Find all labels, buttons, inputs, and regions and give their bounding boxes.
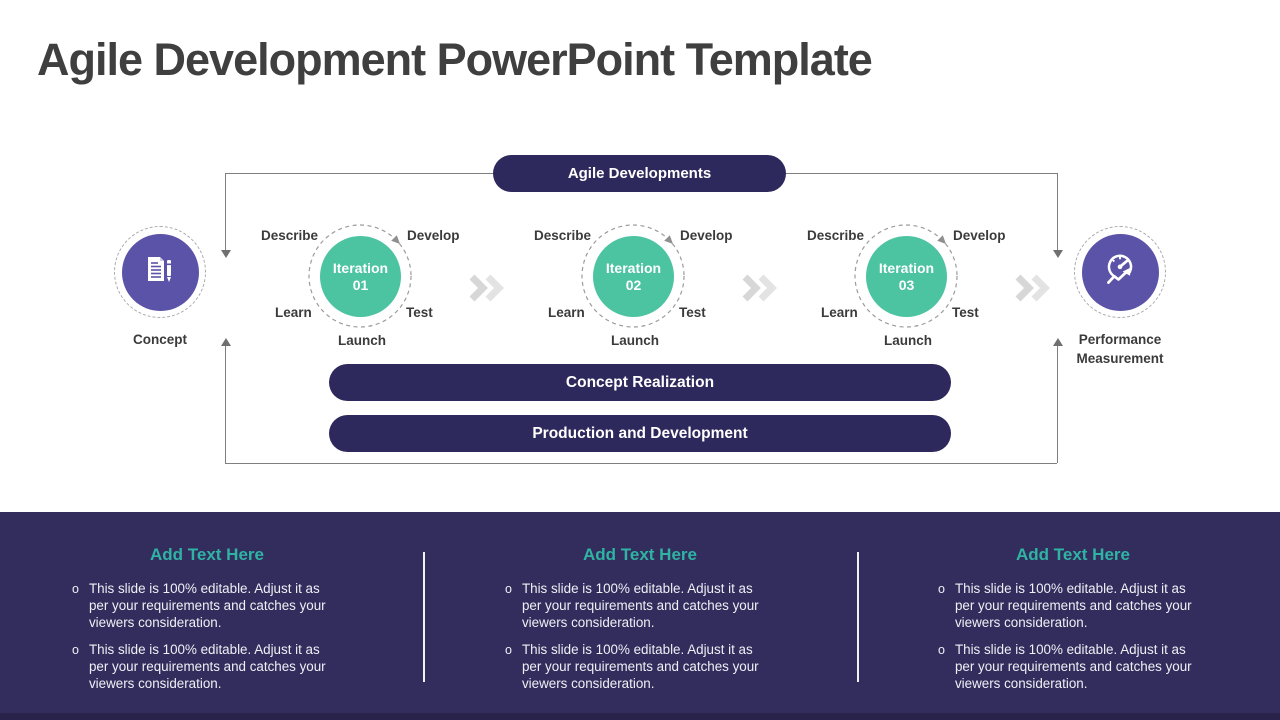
right-up-arrow-icon: [1053, 338, 1063, 346]
bullet-marker: o: [72, 582, 79, 596]
bullet-marker: o: [72, 643, 79, 658]
production-development-label: Production and Development: [532, 424, 748, 442]
list-item[interactable]: o This slide is 100% editable. Adjust it…: [930, 581, 1216, 631]
footer-panel: Add Text Here o This slide is 100% edita…: [0, 512, 1280, 720]
footer-column-3: Add Text Here o This slide is 100% edita…: [930, 545, 1216, 704]
iteration-3-circle[interactable]: Iteration 03: [866, 236, 947, 317]
iteration-2-develop-label[interactable]: Develop: [680, 228, 733, 243]
performance-circle-fill: [1081, 233, 1159, 311]
document-pen-icon: [140, 250, 180, 295]
iteration-1-develop-label[interactable]: Develop: [407, 228, 460, 243]
concept-label[interactable]: Concept: [133, 332, 187, 347]
banner-label: Agile Developments: [567, 165, 712, 182]
chevron-right-icon: [739, 274, 781, 302]
iteration-3-test-label[interactable]: Test: [952, 305, 979, 320]
bullet-marker: o: [505, 643, 512, 658]
iteration-1-learn-label[interactable]: Learn: [275, 305, 312, 320]
footer-divider: [857, 552, 859, 682]
footer-column-2: Add Text Here o This slide is 100% edita…: [497, 545, 783, 704]
concept-realization-label: Concept Realization: [565, 373, 715, 391]
footer-heading-1[interactable]: Add Text Here: [150, 545, 264, 564]
right-down-arrow-icon: [1053, 250, 1063, 258]
iteration-3-develop-label[interactable]: Develop: [953, 228, 1006, 243]
performance-label[interactable]: Performance Measurement: [1076, 332, 1164, 366]
concept-realization-pill[interactable]: Concept Realization: [329, 364, 951, 401]
footer-bottom-strip: [0, 713, 1280, 720]
agile-developments-banner[interactable]: Agile Developments: [493, 155, 786, 192]
iteration-2-launch-label[interactable]: Launch: [611, 333, 660, 348]
iteration-3-describe-label[interactable]: Describe: [807, 228, 865, 243]
chevron-right-icon: [466, 274, 508, 302]
gauge-trend-icon: [1099, 249, 1141, 296]
frame-bottom-line: [225, 463, 1057, 464]
iteration-1-dashed-ring: [307, 223, 413, 329]
right-up-arrow-line: [1057, 346, 1058, 463]
left-down-arrow-line: [225, 173, 226, 250]
left-up-arrow-icon: [221, 338, 231, 346]
iteration-1-describe-label[interactable]: Describe: [261, 228, 319, 243]
concept-circle-fill: [121, 233, 199, 311]
left-up-arrow-line: [225, 346, 226, 463]
bullet-marker: o: [938, 582, 945, 596]
concept-circle[interactable]: [114, 226, 206, 318]
iteration-1-launch-label[interactable]: Launch: [338, 333, 387, 348]
bullet-marker: o: [505, 582, 512, 596]
page-title[interactable]: Agile Development PowerPoint Template: [37, 34, 873, 85]
footer-column-1: Add Text Here o This slide is 100% edita…: [64, 545, 350, 704]
right-down-arrow-line: [1057, 173, 1058, 250]
footer-divider: [423, 552, 425, 682]
list-item[interactable]: o This slide is 100% editable. Adjust it…: [497, 581, 783, 631]
list-item[interactable]: o This slide is 100% editable. Adjust it…: [64, 581, 350, 631]
chevron-right-icon: [1012, 274, 1054, 302]
iteration-2-test-label[interactable]: Test: [679, 305, 706, 320]
left-down-arrow-icon: [221, 250, 231, 258]
bullet-marker: o: [938, 643, 945, 658]
production-development-pill[interactable]: Production and Development: [329, 415, 951, 452]
iteration-1-test-label[interactable]: Test: [406, 305, 433, 320]
list-item[interactable]: o This slide is 100% editable. Adjust it…: [930, 642, 1216, 692]
iteration-2-circle[interactable]: Iteration 02: [593, 236, 674, 317]
iteration-3-launch-label[interactable]: Launch: [884, 333, 933, 348]
list-item[interactable]: o This slide is 100% editable. Adjust it…: [497, 642, 783, 692]
footer-heading-2[interactable]: Add Text Here: [583, 545, 697, 564]
iteration-2-learn-label[interactable]: Learn: [548, 305, 585, 320]
iteration-1-circle[interactable]: Iteration 01: [320, 236, 401, 317]
iteration-2-describe-label[interactable]: Describe: [534, 228, 592, 243]
performance-circle[interactable]: [1074, 226, 1166, 318]
iteration-3-dashed-ring: [853, 223, 959, 329]
iteration-3-learn-label[interactable]: Learn: [821, 305, 858, 320]
footer-heading-3[interactable]: Add Text Here: [1016, 545, 1130, 564]
iteration-2-dashed-ring: [580, 223, 686, 329]
list-item[interactable]: o This slide is 100% editable. Adjust it…: [64, 642, 350, 692]
